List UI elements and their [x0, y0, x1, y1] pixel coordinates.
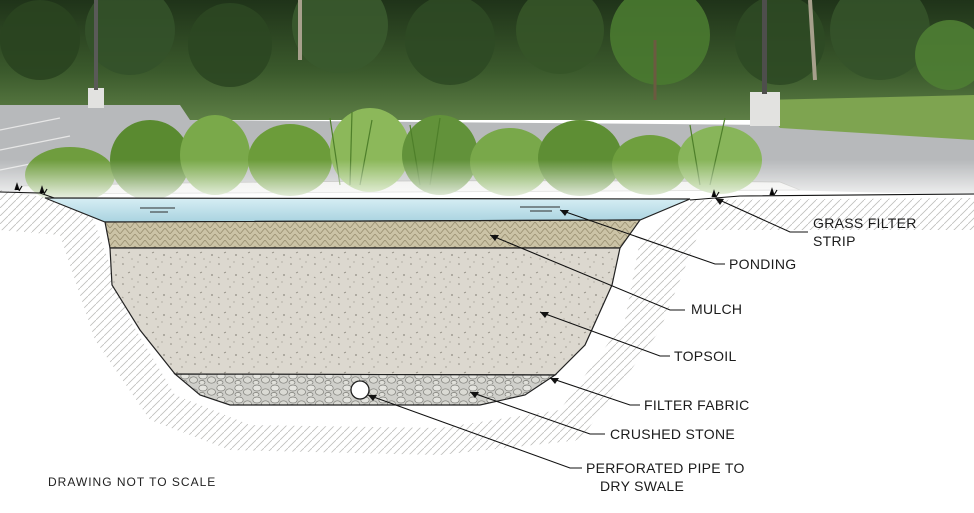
- leader-ponding: [559, 209, 725, 265]
- label-crushed-stone: CRUSHED STONE: [610, 426, 735, 442]
- scale-note: DRAWING NOT TO SCALE: [48, 475, 216, 489]
- leader-grass-filter-strip: [714, 197, 808, 233]
- cross-section: [0, 182, 974, 455]
- perforated-pipe: [350, 380, 370, 400]
- ponding-area: [44, 197, 691, 223]
- label-topsoil: TOPSOIL: [674, 348, 737, 364]
- label-perforated-pipe-line2: DRY SWALE: [600, 478, 684, 494]
- leader-filter-fabric: [549, 377, 640, 406]
- label-filter-fabric: FILTER FABRIC: [644, 397, 750, 413]
- photo-fade: [0, 0, 974, 205]
- label-grass-filter-strip-line2: STRIP: [813, 233, 856, 249]
- leader-crushed-stone: [469, 391, 605, 435]
- leader-lines: [367, 197, 808, 469]
- photo-background: [0, 0, 974, 205]
- label-ponding: PONDING: [729, 256, 796, 272]
- labels: GRASS FILTER STRIP PONDING MULCH TOPSOIL…: [48, 215, 917, 494]
- native-soil-hatch: [0, 190, 974, 455]
- topsoil-layer: [109, 247, 621, 376]
- leader-arrowheads: [368, 198, 724, 401]
- leader-mulch: [489, 234, 685, 311]
- leader-topsoil: [539, 311, 670, 357]
- grass-marks: [14, 182, 778, 198]
- label-perforated-pipe-line1: PERFORATED PIPE TO: [586, 460, 745, 476]
- label-grass-filter-strip-line1: GRASS FILTER: [813, 215, 917, 231]
- water-marks: [140, 206, 560, 213]
- label-mulch: MULCH: [691, 301, 742, 317]
- mulch-layer: [104, 219, 642, 249]
- leader-perforated-pipe: [367, 394, 582, 469]
